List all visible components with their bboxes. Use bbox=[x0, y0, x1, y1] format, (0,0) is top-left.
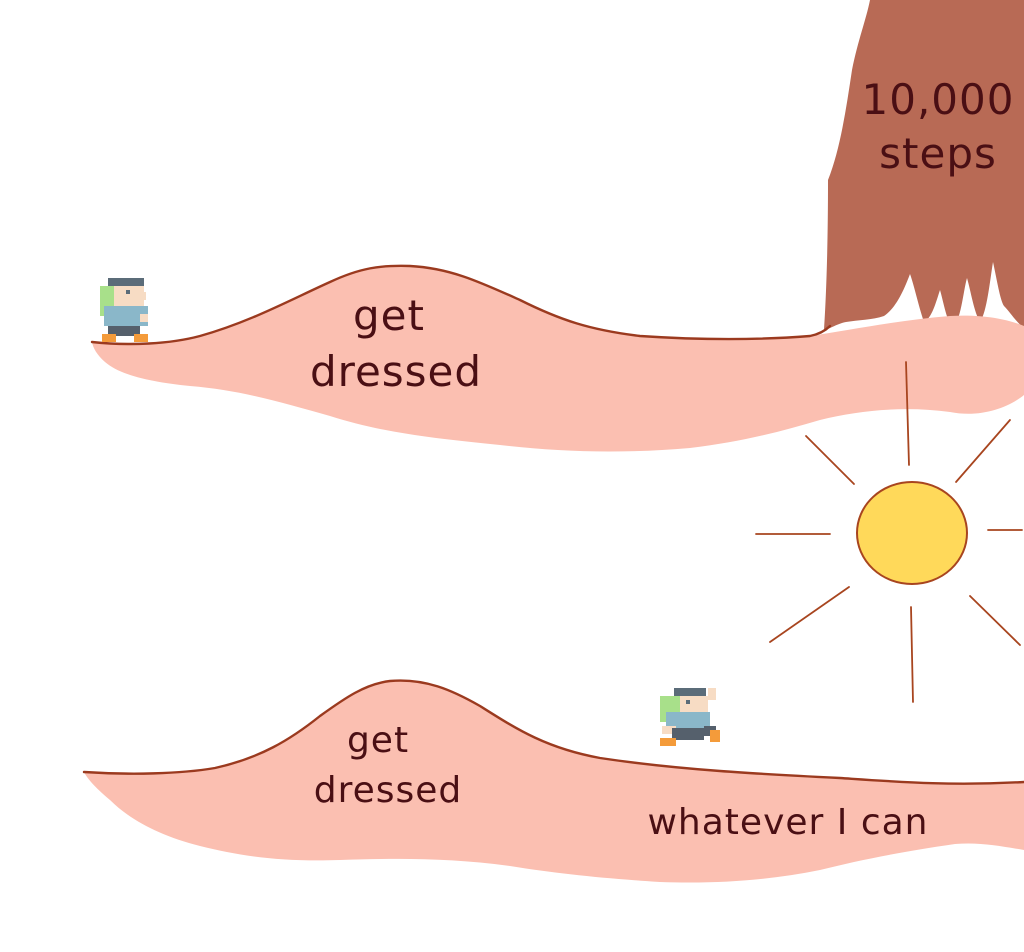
player-standing bbox=[100, 278, 148, 342]
cliff-label-line2: steps bbox=[879, 129, 997, 178]
upper-hill-label-line2: dressed bbox=[310, 347, 482, 396]
path-label: whatever I can bbox=[647, 802, 928, 843]
lower-hill-label-line1: get bbox=[347, 720, 409, 761]
upper-hill-label-line1: get bbox=[353, 291, 425, 340]
lower-ground-outline bbox=[82, 679, 1024, 785]
player-running bbox=[660, 688, 720, 746]
sun-icon bbox=[755, 361, 1023, 703]
sun-disc bbox=[856, 481, 968, 585]
lower-hill-label-line2: dressed bbox=[314, 770, 463, 811]
upper-ground bbox=[92, 265, 1024, 452]
upper-ground-outline bbox=[90, 264, 832, 346]
cliff-label-line1: 10,000 bbox=[862, 75, 1015, 124]
lower-ground bbox=[84, 680, 1024, 883]
cliff-wall bbox=[824, 0, 1024, 330]
sun-rays bbox=[755, 361, 1023, 703]
